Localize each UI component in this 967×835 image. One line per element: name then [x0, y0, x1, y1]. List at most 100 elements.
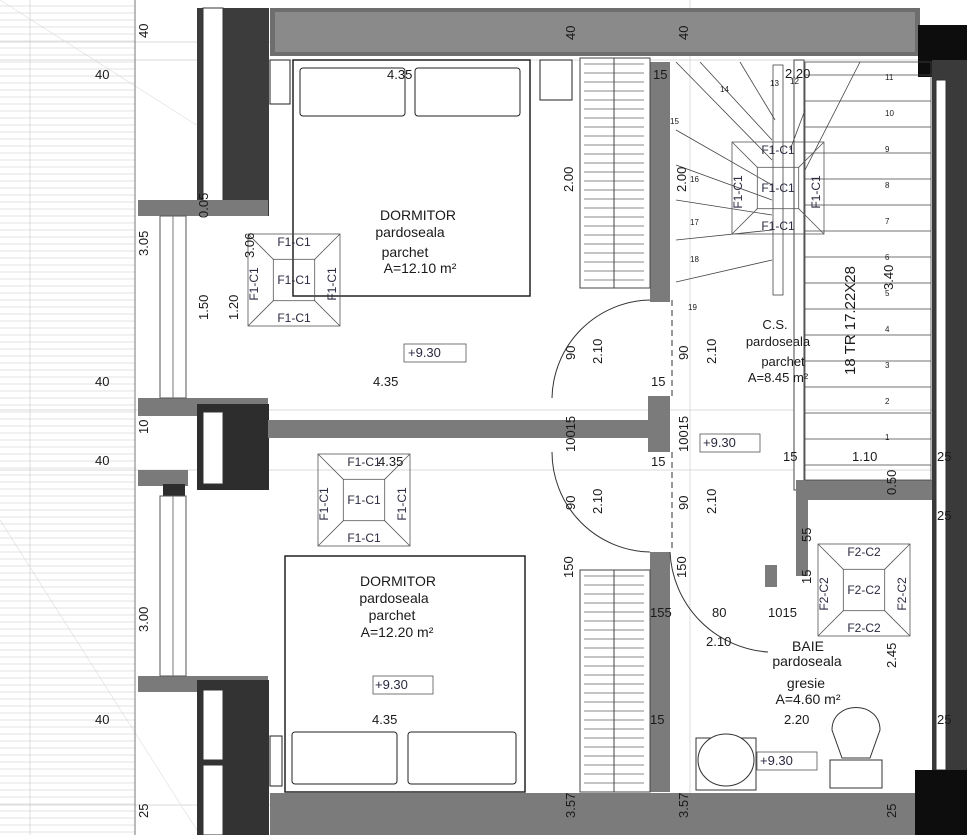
room-level: +9.30 [408, 345, 441, 360]
step-number: 8 [885, 181, 890, 190]
dim-label: 90 [563, 496, 578, 510]
room-area: A=12.10 m² [384, 260, 457, 276]
dim-label: 15 [799, 570, 814, 584]
step-number: 1 [885, 433, 890, 442]
room-name: DORMITOR [360, 573, 436, 589]
room-name: C.S. [762, 317, 787, 332]
finish-code-label: F1-C1 [761, 143, 795, 157]
room-finish: parchet [369, 607, 416, 623]
finish-code-label: F1-C1 [395, 487, 409, 521]
finish-code-label: F2-C2 [847, 621, 881, 635]
dim-label: 25 [937, 449, 951, 464]
beds [269, 59, 573, 793]
step-number: 16 [690, 175, 699, 184]
dim-label: 15 [651, 374, 665, 389]
dim-label: 25 [937, 508, 951, 523]
finish-code-label: F1-C1 [347, 455, 381, 469]
room-floor: pardoseala [375, 224, 444, 240]
step-number: 18 [690, 255, 699, 264]
room-name: BAIE [792, 638, 824, 654]
room-floor: pardoseala [772, 653, 841, 669]
finish-code-label: F1-C1 [277, 273, 311, 287]
step-number: 2 [885, 397, 890, 406]
dim-label: 3.05 [136, 231, 151, 256]
dim-label: 2.45 [884, 643, 899, 668]
dim-label: 40 [95, 374, 109, 389]
room-level: +9.30 [760, 753, 793, 768]
step-number: 10 [885, 109, 894, 118]
room-area: A=4.60 m² [776, 691, 841, 707]
staircase [675, 61, 932, 481]
dim-label: 3.57 [563, 793, 578, 818]
dim-label: 1.20 [226, 295, 241, 320]
finish-code-label: F2-C2 [847, 545, 881, 559]
stair-width: 2.20 [785, 66, 810, 81]
room-floor: pardoseala [359, 590, 428, 606]
room-finish: parchet [382, 244, 429, 260]
finish-code-label: F1-C1 [761, 219, 795, 233]
room-bath: BAIE pardoseala gresie A=4.60 m² +9.30 [760, 638, 842, 768]
door-swings [551, 299, 769, 653]
finish-code-label: F1-C1 [809, 175, 823, 209]
dim-label: 15 [651, 454, 665, 469]
room-level: +9.30 [703, 435, 736, 450]
step-number: 13 [770, 79, 779, 88]
dim-label: 55 [799, 528, 814, 542]
dim-label: 155 [650, 605, 672, 620]
wardrobes [579, 57, 651, 793]
step-number: 17 [690, 218, 699, 227]
finish-code-label: F1-C1 [317, 487, 331, 521]
dim-label: 2.10 [706, 634, 731, 649]
dim-label: 2.00 [561, 167, 576, 192]
step-number: 14 [720, 85, 729, 94]
room-finish: parchet [761, 354, 805, 369]
dim-label: 2.10 [704, 339, 719, 364]
dim-label: 0.50 [884, 470, 899, 495]
dimension-labels: 40 40 40 40 40 10 25 3.05 3.06 0.05 1.50… [95, 24, 951, 818]
room-bedroom-bottom: DORMITOR pardoseala parchet A=12.20 m² 4… [359, 454, 436, 727]
dim-label: 3.06 [242, 233, 257, 258]
dim-label: 25 [937, 712, 951, 727]
dim-label: 10015 [563, 416, 578, 452]
room-level: +9.30 [375, 677, 408, 692]
room-width: 4.35 [372, 712, 397, 727]
dim-label: 25 [884, 804, 899, 818]
step-number: 15 [670, 117, 679, 126]
finish-code-label: F1-C1 [731, 175, 745, 209]
stair-designation: 18 TR 17.22X28 [842, 266, 859, 375]
dim-label: 2.00 [674, 167, 689, 192]
finish-code-label: F1-C1 [325, 267, 339, 301]
step-number: 11 [885, 73, 894, 82]
dim-label: 15 [653, 67, 667, 82]
bath-fixtures [695, 707, 883, 791]
dim-label: 40 [563, 26, 578, 40]
balcony-hatching [0, 5, 135, 833]
finish-code-label: F1-C1 [761, 181, 795, 195]
dim-label: 2.10 [590, 489, 605, 514]
dim-label: 2.20 [784, 712, 809, 727]
room-name: DORMITOR [380, 207, 456, 223]
dim-label: 10015 [676, 416, 691, 452]
room-width-2: 4.35 [373, 374, 398, 389]
walls [138, 7, 967, 835]
dim-label: 90 [676, 346, 691, 360]
finish-code-label: F1-C1 [347, 531, 381, 545]
stair-labels: 18 TR 17.22X28 2.20 3.40 1.10 1234567891… [670, 66, 896, 464]
step-number: 9 [885, 145, 890, 154]
level-boxes [372, 343, 818, 771]
step-number: 19 [688, 303, 697, 312]
dim-label: 2.10 [704, 489, 719, 514]
dim-label: 40 [95, 67, 109, 82]
dim-label: 1015 [768, 605, 797, 620]
step-number: 4 [885, 325, 890, 334]
finish-code-label: F1-C1 [347, 493, 381, 507]
dim-label: 10 [136, 420, 151, 434]
room-width-2: 4.35 [378, 454, 403, 469]
step-number: 6 [885, 253, 890, 262]
dim-label: 15 [783, 449, 797, 464]
dim-label: 150 [674, 556, 689, 578]
finish-code-label: F1-C1 [277, 235, 311, 249]
